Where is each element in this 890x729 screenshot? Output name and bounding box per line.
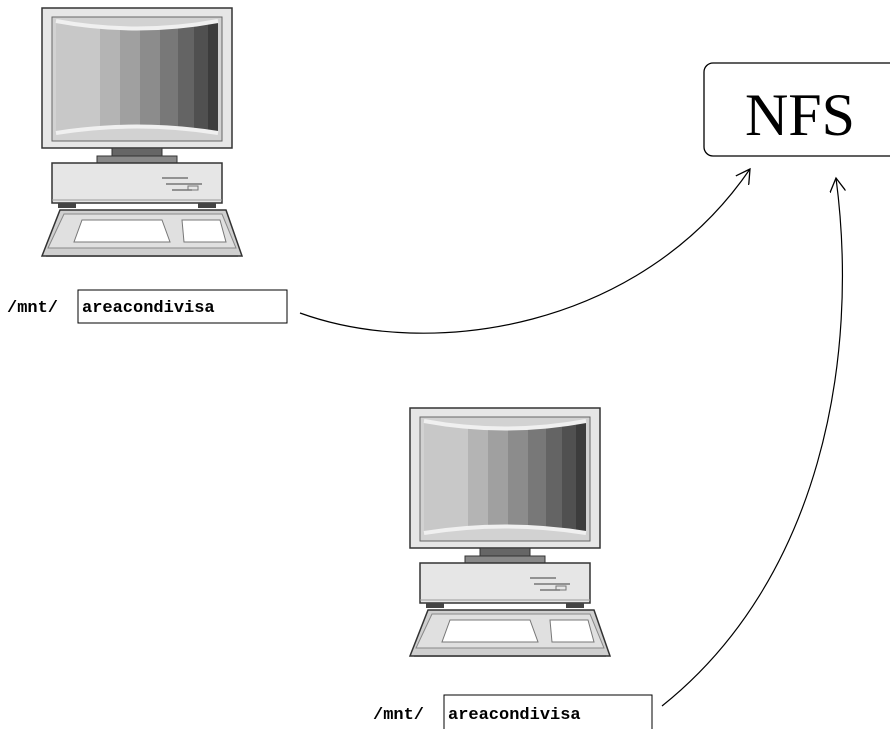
nfs-label: NFS	[745, 82, 855, 148]
client-1-share-name: areacondivisa	[82, 299, 215, 318]
client-2-mount-path: /mnt/ areacondivisa	[373, 694, 653, 729]
nfs-server-box: NFS	[703, 62, 890, 157]
client-2-mount-prefix: /mnt/	[373, 706, 424, 725]
client-2-share-name: areacondivisa	[448, 706, 581, 725]
client-computer-2-icon	[410, 408, 610, 656]
client-1-share-box	[77, 289, 288, 324]
client-computer-1-icon	[42, 8, 242, 256]
client-2-share-box	[443, 694, 653, 729]
client-1-to-nfs-arrow	[299, 169, 750, 334]
client-2-to-nfs-arrow	[661, 178, 842, 707]
client-1-mount-path: /mnt/ areacondivisa	[7, 289, 288, 324]
client-1-mount-prefix: /mnt/	[7, 299, 58, 318]
